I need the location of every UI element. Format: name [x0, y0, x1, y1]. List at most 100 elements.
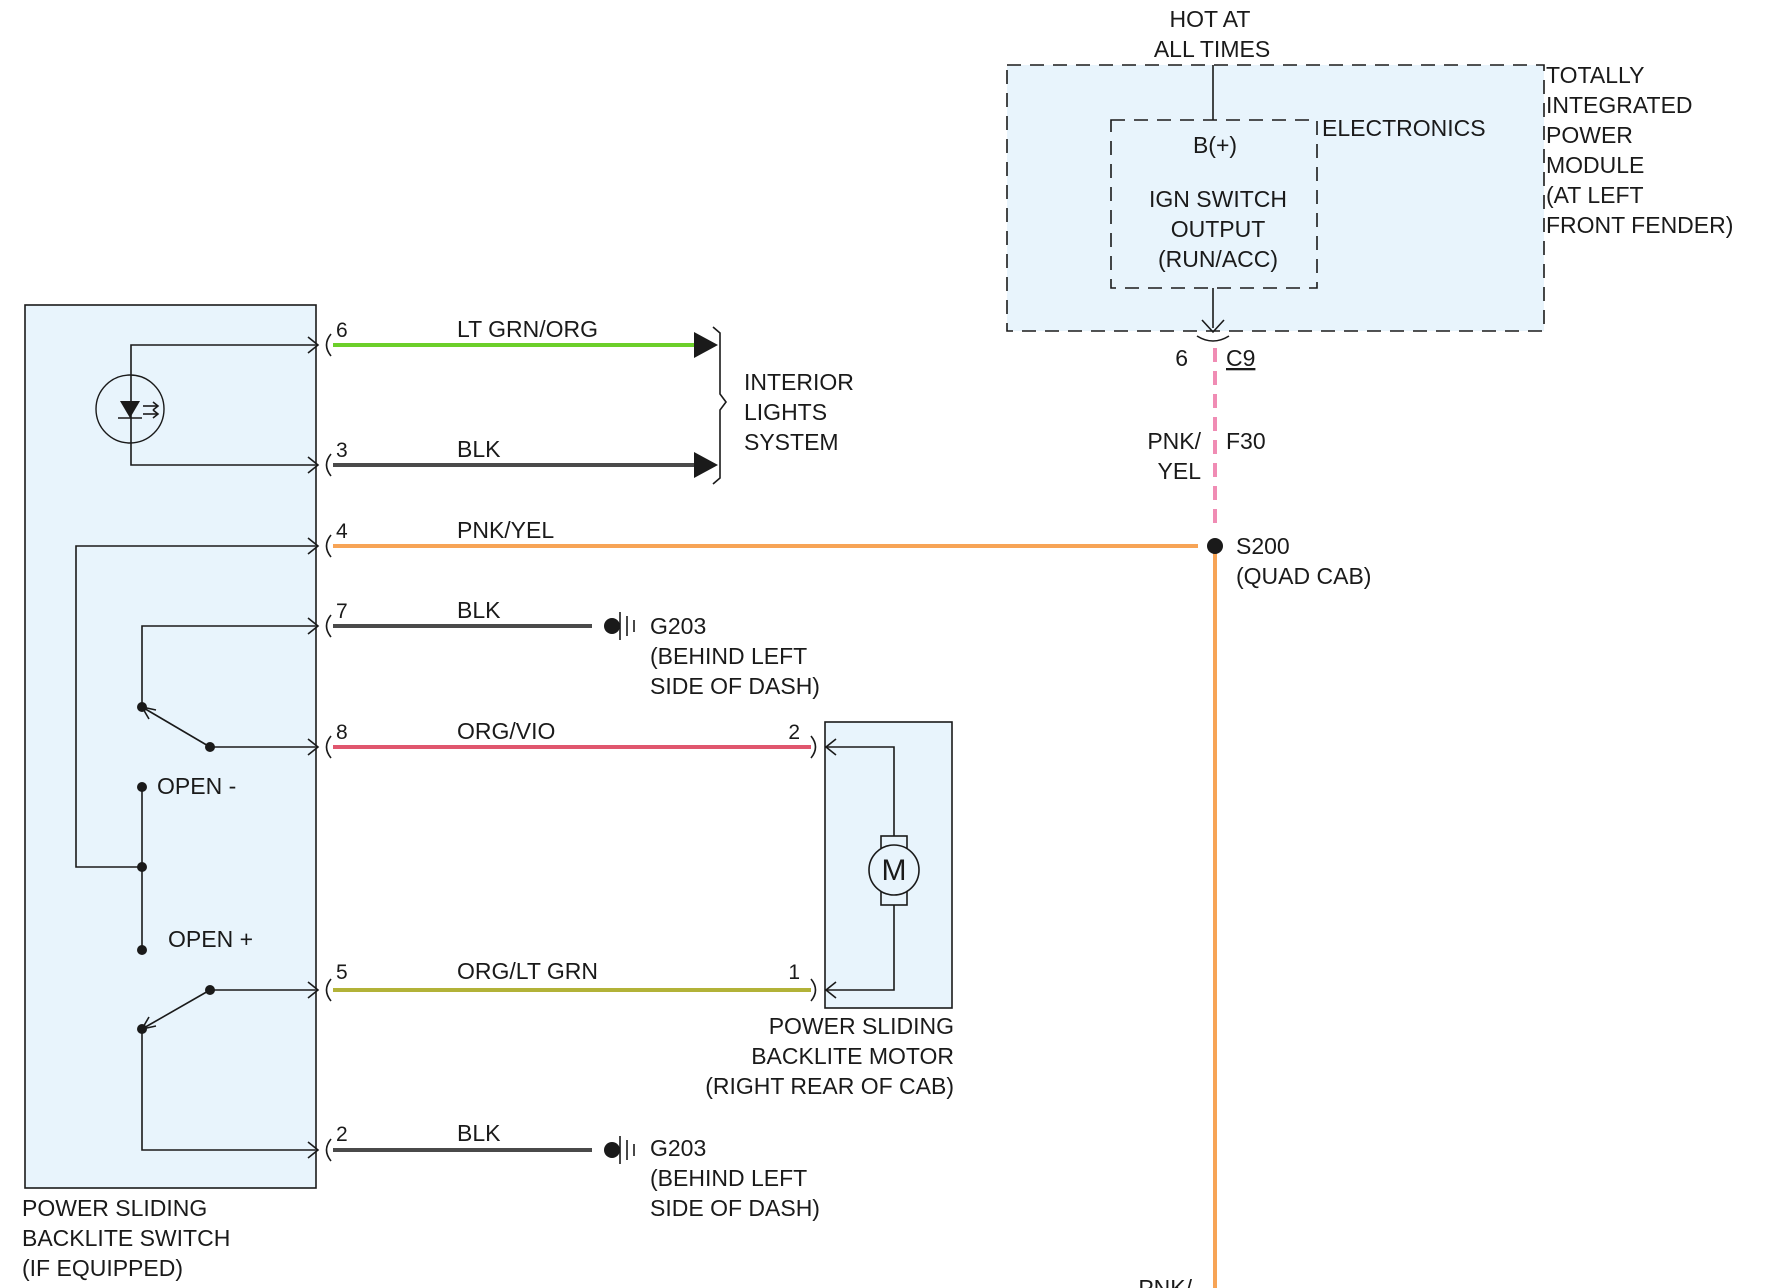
interior-lights-line1: INTERIOR: [744, 369, 854, 395]
terminal-arrow: [307, 537, 320, 555]
led-ray-2-head: [152, 409, 160, 419]
circuit-pin6: 6 LT GRN/ORG: [307, 316, 718, 358]
feed-wire-label-line2: YEL: [1158, 458, 1202, 484]
backlite-motor: M POWER SLIDING BACKLITE MOTOR (RIGHT RE…: [705, 721, 954, 1099]
pin-number: 3: [336, 439, 348, 462]
led-internal-wiring: [130, 344, 315, 466]
c9-connector-symbol: [1196, 335, 1230, 342]
interior-lights-brace: [712, 326, 727, 485]
circuit-pin5: 5 ORG/LT GRN 1: [307, 958, 817, 1002]
pin2-internal-wiring: [141, 1029, 315, 1151]
pin-number: 5: [336, 961, 348, 984]
interior-lights-line2: LIGHTS: [744, 399, 827, 425]
electronics-outline: [1110, 119, 1318, 289]
electronics-label: ELECTRONICS: [1322, 115, 1486, 141]
connector-cavity: [325, 453, 332, 477]
hot-at-label: HOT AT: [1170, 6, 1251, 32]
switch-name-line1: POWER SLIDING: [22, 1195, 207, 1221]
circuit-pin4: 4 PNK/YEL: [307, 517, 1198, 558]
feed-wire-label-line1: PNK/: [1147, 428, 1201, 454]
ground-id-label: G203: [650, 613, 706, 639]
tipm-module: HOT AT ALL TIMES ELECTRONICS B(+) IGN SW…: [1006, 6, 1733, 484]
motor-terminal-arrow: [824, 738, 837, 756]
motor-terminal-arrow: [824, 981, 837, 999]
pin-number: 8: [336, 721, 348, 744]
fuse-label: F30: [1226, 428, 1266, 454]
ground-location-line2: SIDE OF DASH): [650, 1195, 820, 1221]
connector-cavity: [325, 1138, 332, 1162]
tipm-name-line1: TOTALLY: [1546, 62, 1644, 88]
ground-id-label: G203: [650, 1135, 706, 1161]
terminal-arrow: [307, 456, 320, 474]
wire-end-arrow-icon: [694, 452, 718, 478]
connector-cavity: [325, 534, 332, 558]
motor-connector-cavity: [810, 978, 817, 1002]
ground-location-line2: SIDE OF DASH): [650, 673, 820, 699]
wire-color-label: ORG/LT GRN: [457, 958, 598, 984]
switch-name-line2: BACKLITE SWITCH: [22, 1225, 230, 1251]
connector-cavity: [325, 333, 332, 357]
open-plus-label: OPEN +: [168, 926, 253, 952]
pin-number: 4: [336, 520, 348, 543]
tipm-name-line5: (AT LEFT: [1546, 182, 1644, 208]
backlite-switch: OPEN - OPEN + POWER SLIDING BACKLITE SWI…: [22, 304, 317, 1281]
terminal-arrow: [307, 1141, 320, 1159]
pin-number: 7: [336, 600, 348, 623]
motor-icon: [868, 844, 920, 896]
pin4-internal-wiring: [75, 545, 315, 868]
motor-name-line3: (RIGHT REAR OF CAB): [705, 1073, 954, 1099]
switch-contact: [205, 742, 215, 752]
open-plus-switch-blade: [141, 989, 211, 1030]
led-circle-icon: [95, 374, 165, 444]
wire-end-arrow-icon: [694, 332, 718, 358]
bottom-wire-label: PNK/: [1138, 1275, 1192, 1288]
pin7-internal-wiring: [141, 625, 315, 707]
tipm-name-line6: FRONT FENDER): [1546, 212, 1733, 238]
tipm-name-line2: INTEGRATED: [1546, 92, 1693, 118]
terminal-arrow: [307, 617, 320, 635]
circuit-pin3: 3 BLK: [307, 436, 718, 478]
led-ray-1-head: [152, 401, 160, 411]
switch-contact: [137, 862, 147, 872]
wire-color-label: BLK: [457, 597, 501, 623]
tipm-name-line3: POWER: [1546, 122, 1633, 148]
terminal-arrow: [307, 336, 320, 354]
switch-contact: [205, 985, 215, 995]
terminal-arrow: [307, 981, 320, 999]
motor-symbol: M: [882, 854, 907, 887]
circuit-pin7: 7 BLK G203 (BEHIND LEFT SIDE OF DASH): [307, 597, 820, 699]
bplus-label: B(+): [1193, 132, 1237, 158]
terminal-arrow: [307, 738, 320, 756]
switch-name-line3: (IF EQUIPPED): [22, 1255, 183, 1281]
motor-name-line2: BACKLITE MOTOR: [751, 1043, 954, 1069]
output-label: OUTPUT: [1171, 216, 1266, 242]
wire-color-label: BLK: [457, 436, 501, 462]
open-minus-label: OPEN -: [157, 773, 236, 799]
circuit-pin2: 2 BLK G203 (BEHIND LEFT SIDE OF DASH): [307, 1120, 820, 1221]
wire-color-label: PNK/YEL: [457, 517, 554, 543]
c9-connector-label: C9: [1226, 345, 1255, 371]
led-diode-icon: [120, 401, 140, 418]
motor-internal-wiring-bottom: [825, 905, 895, 991]
motor-internal-wiring-top: [825, 746, 895, 836]
wire-color-label: ORG/VIO: [457, 718, 555, 744]
circuit-pin8: 8 ORG/VIO 2: [307, 718, 817, 759]
motor-pin-number: 1: [788, 961, 800, 984]
ground-icon: [604, 1136, 635, 1164]
wire-color-label: BLK: [457, 1120, 501, 1146]
motor-name-line1: POWER SLIDING: [769, 1013, 954, 1039]
wire-color-label: LT GRN/ORG: [457, 316, 598, 342]
tipm-name-line4: MODULE: [1546, 152, 1644, 178]
run-acc-label: (RUN/ACC): [1158, 246, 1278, 272]
s200-note: (QUAD CAB): [1236, 563, 1371, 589]
ign-output-arrow: [1201, 319, 1225, 334]
switch-contact: [137, 1024, 147, 1034]
motor-pin-number: 2: [788, 721, 800, 744]
open-minus-switch-blade: [141, 706, 211, 748]
ground-icon: [604, 612, 635, 640]
pin-number: 2: [336, 1123, 348, 1146]
c9-pin-number: 6: [1175, 345, 1188, 371]
switch-contact: [137, 702, 147, 712]
switch-contact: [137, 782, 147, 792]
